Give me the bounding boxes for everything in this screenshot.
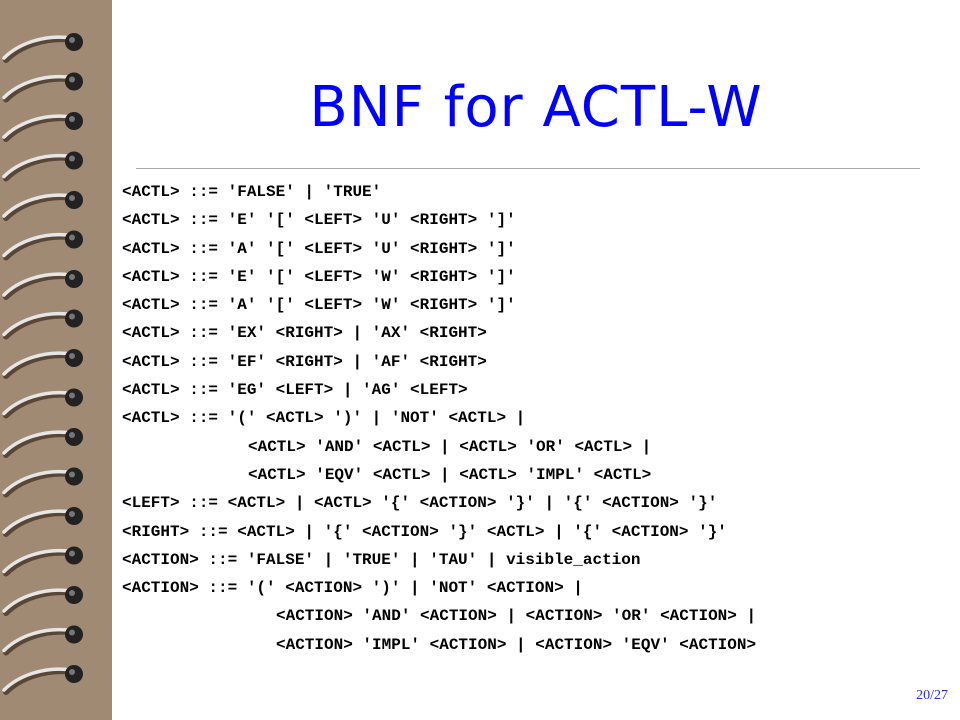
bnf-rule: <ACTL> ::= 'A' '[' <LEFT> 'U' <RIGHT> ']… (122, 239, 516, 258)
slide-page (112, 0, 960, 720)
spiral-ring-icon (2, 625, 83, 656)
bnf-rule: <ACTL> ::= 'E' '[' <LEFT> 'U' <RIGHT> ']… (122, 211, 516, 230)
bnf-rule: <ACTL> ::= 'FALSE' | 'TRUE' (122, 183, 382, 201)
spiral-ring-icon (2, 72, 83, 103)
spiral-ring-icon (2, 270, 83, 300)
bnf-rule: <ACTL> ::= 'EG' <LEFT> | 'AG' <LEFT> (122, 381, 468, 400)
bnf-rule-continuation: <ACTL> 'EQV' <ACTL> | <ACTL> 'IMPL' <ACT… (248, 465, 652, 484)
bnf-rule: <ACTION> ::= '(' <ACTION> ')' | 'NOT' <A… (122, 579, 583, 598)
bnf-rule: <ACTL> ::= 'EX' <RIGHT> | 'AX' <RIGHT> (122, 324, 487, 343)
spiral-ring-icon (2, 349, 83, 379)
spiral-ring-icon (2, 112, 83, 142)
bnf-rule: <ACTL> ::= '(' <ACTL> ')' | 'NOT' <ACTL>… (122, 409, 526, 428)
spiral-ring-icon (2, 467, 83, 498)
bnf-rule: <RIGHT> ::= <ACTL> | '{' <ACTION> '}' <A… (122, 522, 727, 541)
spiral-ring-icon (2, 230, 83, 261)
spiral-ring-icon (2, 546, 83, 577)
spiral-ring-icon (2, 191, 83, 221)
bnf-rule-continuation: <ACTION> 'IMPL' <ACTION> | <ACTION> 'EQV… (276, 635, 757, 654)
spiral-ring-icon (2, 33, 83, 63)
page-number: 20/27 (916, 688, 948, 703)
bnf-rule-continuation: <ACTL> 'AND' <ACTL> | <ACTL> 'OR' <ACTL>… (248, 437, 652, 456)
bnf-rule-continuation: <ACTION> 'AND' <ACTION> | <ACTION> 'OR' … (276, 607, 757, 626)
bnf-grammar: <ACTL> ::= 'FALSE' | 'TRUE' <ACTL> ::= '… (122, 178, 756, 659)
slide-title: BNF for ACTL-W (309, 75, 763, 140)
spiral-ring-icon (2, 388, 83, 419)
bnf-rule: <ACTL> ::= 'A' '[' <LEFT> 'W' <RIGHT> ']… (122, 296, 516, 315)
spiral-ring-icon (2, 151, 83, 182)
bnf-rule: <ACTL> ::= 'E' '[' <LEFT> 'W' <RIGHT> ']… (122, 267, 516, 286)
bnf-rule: <LEFT> ::= <ACTL> | <ACTL> '{' <ACTION> … (122, 494, 718, 513)
spiral-ring-icon (2, 507, 83, 537)
spiral-binding-icon (2, 33, 83, 695)
spiral-ring-icon (2, 428, 83, 458)
spiral-ring-icon (2, 665, 83, 695)
bnf-rule: <ACTL> ::= 'EF' <RIGHT> | 'AF' <RIGHT> (122, 352, 487, 371)
spiral-ring-icon (2, 586, 83, 616)
spiral-ring-icon (2, 309, 83, 340)
title-divider (136, 168, 920, 169)
bnf-rule: <ACTION> ::= 'FALSE' | 'TRUE' | 'TAU' | … (122, 550, 641, 569)
